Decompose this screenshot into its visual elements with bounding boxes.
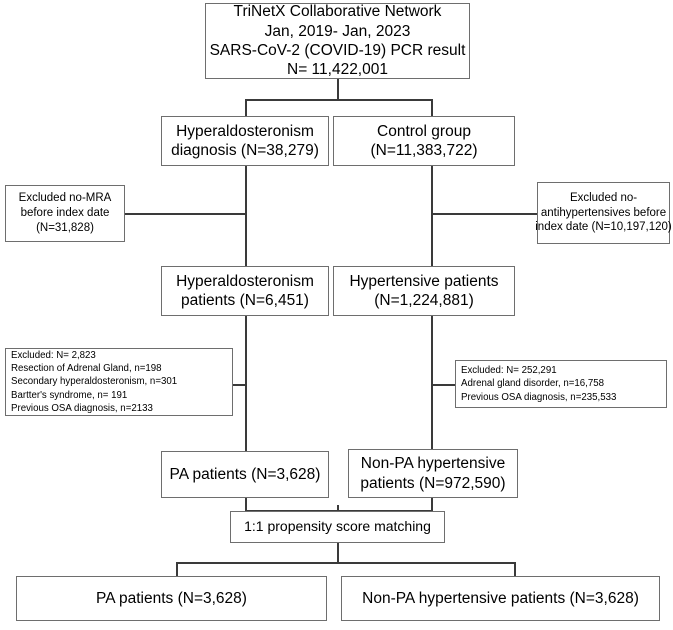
connector-to-hyperaldo-dx [245,99,247,116]
pa-matched-box: PA patients (N=3,628) [16,576,327,621]
source-cohort-box: TriNetX Collaborative Network Jan, 2019-… [205,3,470,79]
control-group-box: Control group (N=11,383,722) [333,116,515,166]
connector-to-nonpa-matched [514,562,516,576]
hyperaldo-patients-line-1: Hyperaldosteronism [176,272,314,290]
hypertensive-patients-box: Hypertensive patients (N=1,224,881) [333,266,515,316]
excluded-pa-detail-line-4: Bartter's syndrome, n= 191 [11,389,128,401]
nonpa-patients-box: Non-PA hypertensive patients (N=972,590) [348,449,518,498]
connector-to-excluded-nonpa-detail [431,384,455,386]
connector-split-row1 [245,99,433,101]
connector-into-matching [337,505,339,513]
hyperaldo-dx-line-1: Hyperaldosteronism [176,122,314,140]
hyperaldo-patients-line-2: patients (N=6,451) [181,292,309,309]
connector-to-excluded-antihypertensives [431,213,538,215]
nonpa-matched-box: Non-PA hypertensive patients (N=3,628) [341,576,660,621]
nonpa-patients-line-1: Non-PA hypertensive [360,455,506,473]
connector-to-control-group [431,99,433,116]
connector-right-trunk-row2-row3 [431,165,433,266]
pa-patients-box: PA patients (N=3,628) [161,451,329,498]
excluded-pa-detail-box: Excluded: N= 2,823 Resection of Adrenal … [5,348,233,416]
excluded-nonpa-detail-line-3: Previous OSA diagnosis, n=235,533 [461,391,617,403]
connector-left-trunk-row2-row3 [245,165,247,266]
connector-merge-bar [245,510,433,512]
nonpa-patients-line-2: patients (N=972,590) [360,474,506,492]
hyperaldo-dx-line-2: diagnosis (N=38,279) [171,142,319,159]
excluded-mra-line-3: (N=31,828) [36,221,94,234]
excluded-nonpa-detail-line-1: Excluded: N= 252,291 [461,364,557,376]
connector-to-excluded-pa-detail [232,384,246,386]
pa-patients-line-1: PA patients (N=3,628) [169,465,321,483]
source-line-2: Jan, 2019- Jan, 2023 [264,22,411,40]
excluded-antihypertensives-line-3: index date (N=10,197,120) [535,221,672,234]
connector-pa-down [245,497,247,512]
hypertensive-patients-line-1: Hypertensive patients [349,272,499,290]
excluded-antihypertensives-line-2: antihypertensives before [540,206,667,219]
source-line-4: N= 11,422,001 [287,61,388,79]
hyperaldosteronism-diagnosis-box: Hyperaldosteronism diagnosis (N=38,279) [161,116,329,166]
connector-left-trunk-row3-row4 [245,315,247,451]
connector-matching-down [337,543,339,563]
connector-right-trunk-row3-row4 [431,315,433,451]
excluded-pa-detail-line-5: Previous OSA diagnosis, n=2133 [11,403,153,415]
matching-line-1: 1:1 propensity score matching [244,518,431,535]
excluded-no-antihypertensives-box: Excluded no- antihypertensives before in… [535,182,672,244]
excluded-pa-detail-line-2: Resection of Adrenal Gland, n=198 [11,362,162,374]
excluded-nonpa-detail-line-2: Adrenal gland disorder, n=16,758 [461,378,604,390]
connector-to-excluded-mra [124,213,246,215]
hypertensive-patients-line-2: (N=1,224,881) [374,292,474,309]
connector-to-pa-matched [176,562,178,576]
hyperaldosteronism-patients-box: Hyperaldosteronism patients (N=6,451) [161,266,329,316]
connector-split-final [176,562,515,564]
source-line-1: TriNetX Collaborative Network [233,3,442,21]
pa-matched-line-1: PA patients (N=3,628) [96,589,247,607]
connector-source-down [337,78,339,100]
connector-nonpa-down [431,497,433,512]
control-group-line-2: (N=11,383,722) [370,142,478,159]
propensity-score-matching-box: 1:1 propensity score matching [230,511,445,543]
control-group-line-1: Control group [377,122,471,140]
excluded-nonpa-detail-box: Excluded: N= 252,291 Adrenal gland disor… [455,360,667,408]
excluded-mra-line-1: Excluded no-MRA [18,192,112,205]
source-line-3: SARS-CoV-2 (COVID-19) PCR result [209,42,466,59]
excluded-pa-detail-line-1: Excluded: N= 2,823 [11,349,96,361]
nonpa-matched-line-1: Non-PA hypertensive patients (N=3,628) [362,589,639,607]
excluded-antihypertensives-line-1: Excluded no- [569,191,638,204]
excluded-mra-line-2: before index date [20,207,110,220]
excluded-pa-detail-line-3: Secondary hyperaldosteronism, n=301 [11,376,178,388]
excluded-no-mra-box: Excluded no-MRA before index date (N=31,… [5,185,125,242]
